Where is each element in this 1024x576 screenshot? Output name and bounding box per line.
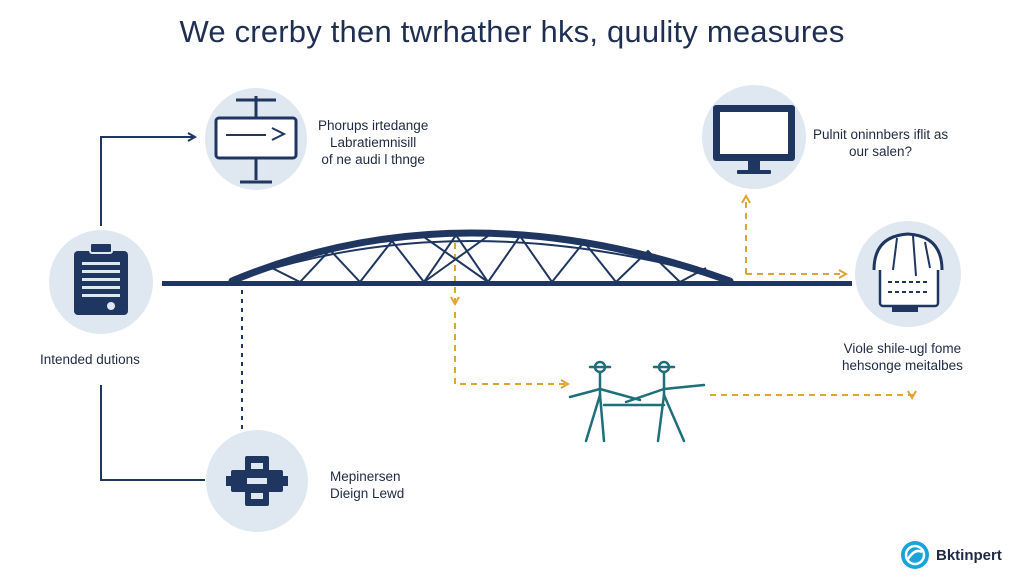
bottom-label-line-2: Dieign Lewd [330,486,405,501]
bottom-label: Mepinersen Dieign Lewd [330,468,404,502]
right-label-line-2: hehsonge meitalbes [842,358,963,373]
page-title: We crerby then twrhather hks, quulity me… [179,14,845,49]
orange-dashed-to-workers [454,312,568,384]
brand: Bktinpert [900,540,1002,570]
workers-icon [568,360,706,443]
monitor-label-line-2: our salen? [849,144,913,159]
bridge-icon [162,229,852,286]
workbench-label-line-1: Phorups irtedange [318,118,429,133]
intended-label: Intended dutions [40,352,140,367]
monitor-label-line-1: Pulnit oninnbers iflit as [813,127,949,142]
monitor-icon [702,85,806,189]
workbench-label-line-3: of ne audi l thnge [321,152,425,167]
brand-logo-icon [901,541,929,569]
brand-name: Bktinpert [936,546,1002,564]
bottom-label-line-1: Mepinersen [330,469,401,484]
right-label-line-1: Viole shile-ugl fome [843,341,962,356]
orange-dashed-to-right [710,395,912,398]
connector-left-top [100,137,195,226]
workbench-label: Phorups irtedange Labratiemnisill of ne … [318,117,428,168]
connector-left-bottom [100,385,205,481]
dashboard-icon [855,221,961,327]
monitor-label: Pulnit oninnbers iflit as our salen? [813,126,948,160]
connector-icon [206,430,308,532]
workbench-icon [205,88,307,190]
clipboard-icon [49,230,153,334]
right-label: Viole shile-ugl fome hehsonge meitalbes [842,340,963,374]
workbench-label-line-2: Labratiemnisill [330,135,417,150]
